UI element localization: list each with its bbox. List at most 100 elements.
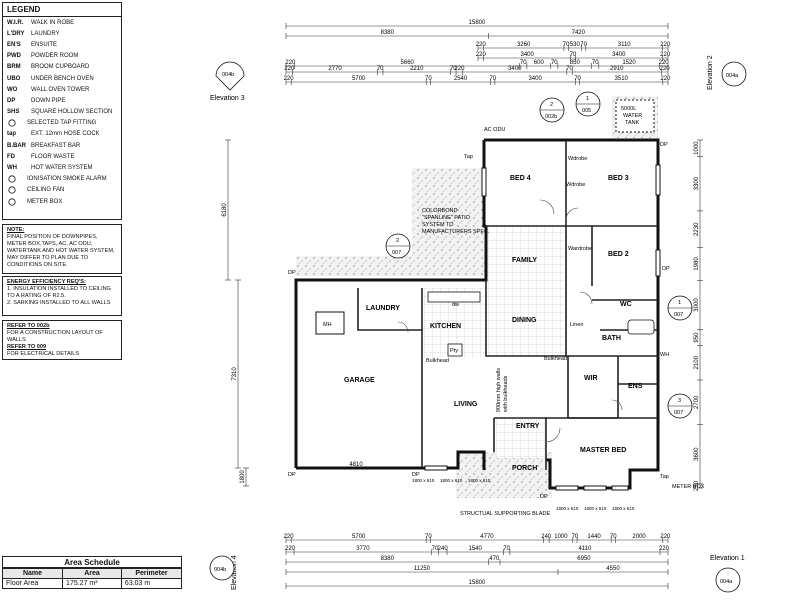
section-callout: 1 007 — [667, 295, 693, 321]
dimension-value: 2770 — [328, 66, 342, 72]
section-callout: 3 007 — [667, 393, 693, 419]
tap-label: Tap — [660, 474, 669, 480]
dimension-value: 220 — [284, 76, 295, 82]
window-size-label: 1800 x 610 — [556, 506, 579, 511]
room-label-living: LIVING — [454, 401, 478, 408]
dimension-value: 70 — [572, 534, 579, 540]
room-label-ens: ENS — [628, 383, 643, 390]
legend-desc: WALL OVEN TOWER — [31, 86, 90, 93]
section-callout: 2 002b — [539, 97, 565, 123]
legend-symbol-icon — [3, 186, 27, 195]
dimension-value: 70 — [503, 546, 510, 552]
dimension-value: 70 — [566, 66, 573, 72]
svg-text:004b: 004b — [222, 72, 234, 78]
dimension-value: 15800 — [469, 20, 486, 26]
dimension-value: 2100 — [694, 355, 700, 369]
legend-desc: METER BOX — [27, 198, 63, 205]
dimension-value: 3000 — [694, 298, 700, 312]
legend-abbr: W.I.R. — [7, 19, 24, 26]
svg-text:2: 2 — [396, 238, 399, 244]
legend-abbr: tap — [7, 131, 16, 138]
legend-desc: DOWN PIPE — [31, 97, 66, 104]
patio-paving — [412, 168, 484, 268]
svg-text:007: 007 — [674, 312, 683, 318]
note-panel: NOTE: FINAL POSITION OF DOWNPIPES, METER… — [2, 224, 122, 274]
dimension-value: 70 — [610, 534, 617, 540]
dimension-value: 2540 — [454, 76, 468, 82]
dimension-value: 220 — [660, 42, 671, 48]
dimension-value: 220 — [285, 546, 296, 552]
legend-item: FD FLOOR WASTE — [3, 151, 121, 162]
room-label-wir: WIR — [584, 375, 598, 382]
dimension-value: 220 — [284, 66, 295, 72]
legend-abbr: B.BAR — [7, 142, 26, 149]
dimension-value: 220 — [476, 42, 487, 48]
dimension-value: 1440 — [587, 534, 601, 540]
legend-abbr: L'DRY — [7, 30, 25, 37]
dimension-value: 2000 — [632, 534, 646, 540]
dimension-value: 1000 — [694, 141, 700, 155]
dimension-value: 950 — [694, 332, 700, 343]
pantry-box — [447, 343, 463, 357]
legend-desc: ENSUITE — [31, 41, 58, 48]
elevation-3-label: Elevation 3 — [210, 95, 245, 102]
dimension-value: 70 — [574, 76, 581, 82]
svg-text:004a: 004a — [720, 579, 733, 585]
dimension-value: 6180 — [222, 203, 228, 217]
dishwasher-label: dw — [452, 302, 459, 308]
legend-desc: WALK IN ROBE — [31, 19, 75, 26]
callout-004a-bot: 004a — [715, 567, 741, 593]
svg-text:005: 005 — [582, 108, 591, 114]
room-label-bed3: BED 3 — [608, 175, 629, 182]
dimension-value: 70 — [570, 52, 577, 58]
legend-abbr: WH — [7, 165, 17, 172]
dimension-value: 70 — [425, 534, 432, 540]
window-size-label: 1800 x 610 — [584, 506, 607, 511]
dimension-value: 3400 — [520, 52, 534, 58]
legend-abbr: FD — [7, 153, 15, 160]
ref-text: FOR A CONSTRUCTION LAYOUT OF WALLS — [7, 330, 103, 343]
downpipe-label: DP — [288, 472, 296, 478]
porch-paving — [456, 452, 552, 498]
legend-item: PWD POWDER ROOM — [3, 51, 121, 62]
dimension-value: 1980 — [694, 257, 700, 271]
pantry-label: Pty — [450, 348, 458, 354]
legend-desc: SELECTED TAP FITTING — [27, 120, 97, 127]
legend-desc: FLOOR WASTE — [31, 153, 75, 160]
dimension-value: 220 — [454, 66, 465, 72]
dimension-value: 220 — [285, 60, 296, 66]
legend-desc: POWDER ROOM — [31, 53, 79, 60]
ac-odu-label: AC ODU — [484, 127, 505, 133]
dimension-value: 70 — [563, 42, 570, 48]
family-dining-tiles — [486, 226, 566, 356]
legend-abbr: PWD — [7, 53, 21, 60]
water-tank-label: 5000L WATER TANK — [621, 106, 644, 126]
dimension-value: 530 — [570, 42, 581, 48]
room-label-master: MASTER BED — [580, 447, 626, 454]
ref-heading: REFER TO 002b — [7, 323, 50, 329]
room-label-family: FAMILY — [512, 257, 537, 264]
window-size-label: 1800 x 610 — [612, 506, 635, 511]
dimension-value: 70 — [377, 66, 384, 72]
room-label-bath: BATH — [602, 335, 621, 342]
manhole-box — [315, 311, 345, 335]
structural-blade-label: STRUCTUAL SUPPORTING BLADE — [460, 511, 550, 517]
svg-text:004b: 004b — [214, 567, 226, 573]
legend-symbol-icon — [3, 175, 27, 183]
dimension-value: 220 — [284, 534, 295, 540]
water-tank — [615, 99, 655, 133]
legend-item: W.I.R. WALK IN ROBE — [3, 17, 121, 28]
note-text: FINAL POSITION OF DOWNPIPES, METER BOX,T… — [7, 234, 115, 268]
legend-desc: BROOM CUPBOARD — [31, 64, 90, 71]
dimension-value: 220 — [660, 66, 671, 72]
legend-symbol-icon — [3, 119, 27, 127]
energy-heading: ENERGY EFFICIENCY REQ'S: — [7, 279, 86, 285]
ref-heading: REFER TO 009 — [7, 344, 47, 350]
dimension-value: 6950 — [577, 556, 591, 562]
svg-text:1: 1 — [678, 300, 681, 306]
energy-item: 1. INSULATION INSTALLED TO CEILING TO A … — [7, 286, 112, 299]
bulkhead-label: Bulkhead — [544, 356, 567, 362]
